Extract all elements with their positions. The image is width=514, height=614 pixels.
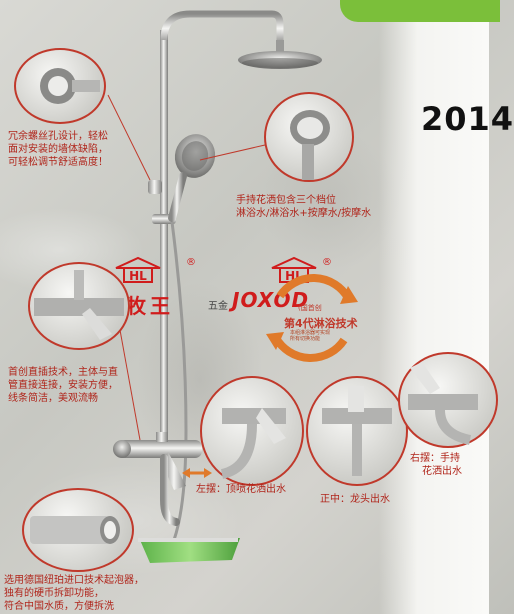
wall-mount-caption: 冗余螺丝孔设计，轻松 面对安装的墙体缺陷， 可轻松调节舒适高度！ xyxy=(8,131,108,168)
aerator-caption: 选用德国纽珀进口技术起泡器， 独有的硬币拆卸功能， 符合中国水质，方便拆洗 xyxy=(4,575,144,612)
aerator-photo xyxy=(22,488,134,572)
right-position-caption: 右摆：手持 花洒出水 xyxy=(410,453,462,477)
registered-mark-right: ® xyxy=(322,257,332,268)
hand-shower-photo xyxy=(264,92,354,182)
registered-mark-left: ® xyxy=(186,257,196,268)
green-banner xyxy=(340,0,500,22)
direct-plug-caption: 首创直插技术，主体与直 管直接连接，安装方便， 线条简洁，美观流畅 xyxy=(8,367,118,404)
badge-first-label: (国首创 xyxy=(298,304,322,312)
overhead-arm xyxy=(160,10,284,46)
center-position-caption: 正中：龙头出水 xyxy=(320,494,390,505)
handle-right-photo xyxy=(398,352,498,448)
badge-note: 本组淋浴器可实现 所有切换功能 xyxy=(290,330,331,342)
hand-shower-caption: 手持花洒包含三个档位 淋浴水/淋浴水+按摩水/按摩水 xyxy=(236,195,372,219)
shower-head-stem xyxy=(276,40,284,54)
badge-generation-text: 第4代淋浴技术 xyxy=(284,317,358,330)
brand-sub-label: 五金 xyxy=(208,301,228,312)
mixer-valve-photo xyxy=(28,262,130,350)
white-side-panel xyxy=(379,0,489,614)
mixer-valve xyxy=(113,432,202,490)
shower-hose xyxy=(170,221,188,541)
waterfall-glass xyxy=(140,538,240,563)
brand-english-name: JOXOD xyxy=(232,288,310,312)
svg-text:HL: HL xyxy=(129,269,147,283)
tub-spout xyxy=(160,454,180,526)
left-position-caption: 左摆：顶喷花洒出水 xyxy=(196,484,286,495)
handle-left-photo xyxy=(200,376,304,486)
handle-center-photo xyxy=(306,376,408,486)
hand-shower xyxy=(168,134,216,222)
shower-system-illustration xyxy=(107,10,322,563)
wall-connector-photo xyxy=(14,48,106,124)
brand-logo-left: HL xyxy=(115,256,161,284)
year-heading: 2014 xyxy=(421,100,514,138)
generation-badge xyxy=(266,274,358,362)
wall-bracket xyxy=(148,180,162,194)
swing-arrow-icon xyxy=(182,468,212,478)
main-riser-pipe xyxy=(160,30,168,440)
